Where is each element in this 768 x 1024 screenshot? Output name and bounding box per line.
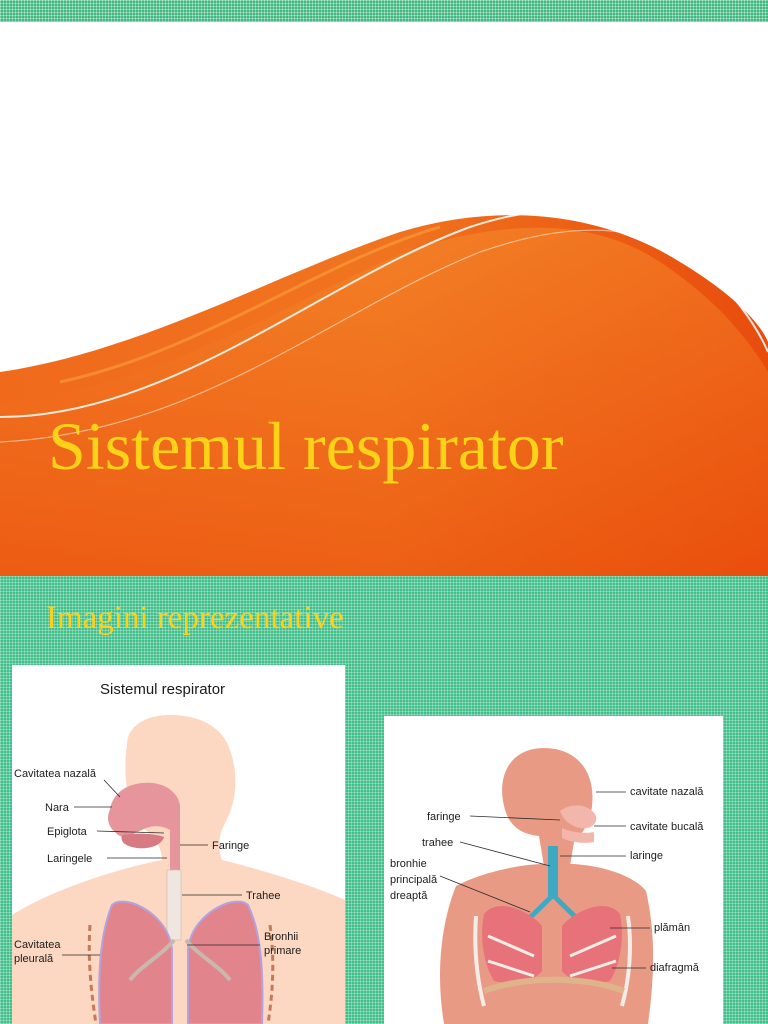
- label-bronchi-2: primare: [264, 945, 301, 957]
- label-bronchus-3: dreaptă: [390, 890, 428, 902]
- label-pleural-cavity-1: Cavitatea: [14, 939, 61, 951]
- label-diaphragm: diafragmă: [650, 962, 700, 974]
- label-larynx-right: laringe: [630, 850, 663, 862]
- label-nasal-cavity-right: cavitate nazală: [630, 786, 704, 798]
- label-larynx: Laringele: [47, 853, 92, 865]
- diagram-title: Sistemul respirator: [100, 681, 225, 698]
- label-epiglottis: Epiglota: [47, 826, 88, 838]
- respiratory-illustration-right: faringe trahee bronhie principală dreapt…: [390, 748, 704, 1024]
- orange-wave-background: [0, 209, 768, 576]
- label-bronchi-1: Bronhii: [264, 931, 298, 943]
- images-slide: Imagini reprezentative Sistemul respirat…: [0, 576, 768, 1024]
- respiratory-diagram-left: Sistemul respirator Cavitatea nazală Nar…: [12, 665, 345, 1024]
- label-trachea: Trahee: [246, 890, 280, 902]
- label-bronchus-1: bronhie: [390, 858, 427, 870]
- label-pharynx-right: faringe: [427, 811, 461, 823]
- label-nostril: Nara: [45, 802, 70, 814]
- label-oral-cavity: cavitate bucală: [630, 821, 704, 833]
- top-decorative-strip: [0, 0, 768, 22]
- title-slide: Sistemul respirator: [0, 22, 768, 576]
- slide-title: Sistemul respirator: [48, 408, 564, 484]
- label-trachea-right: trahee: [422, 837, 453, 849]
- label-lung: plămân: [654, 922, 690, 934]
- label-pleural-cavity-2: pleurală: [14, 953, 54, 965]
- label-nasal-cavity: Cavitatea nazală: [14, 768, 97, 780]
- respiratory-illustration-left: Sistemul respirator Cavitatea nazală Nar…: [12, 681, 345, 1024]
- slide-heading: Imagini reprezentative: [46, 600, 344, 636]
- label-pharynx: Faringe: [212, 840, 249, 852]
- label-bronchus-2: principală: [390, 874, 438, 886]
- respiratory-diagram-right: faringe trahee bronhie principală dreapt…: [384, 716, 723, 1024]
